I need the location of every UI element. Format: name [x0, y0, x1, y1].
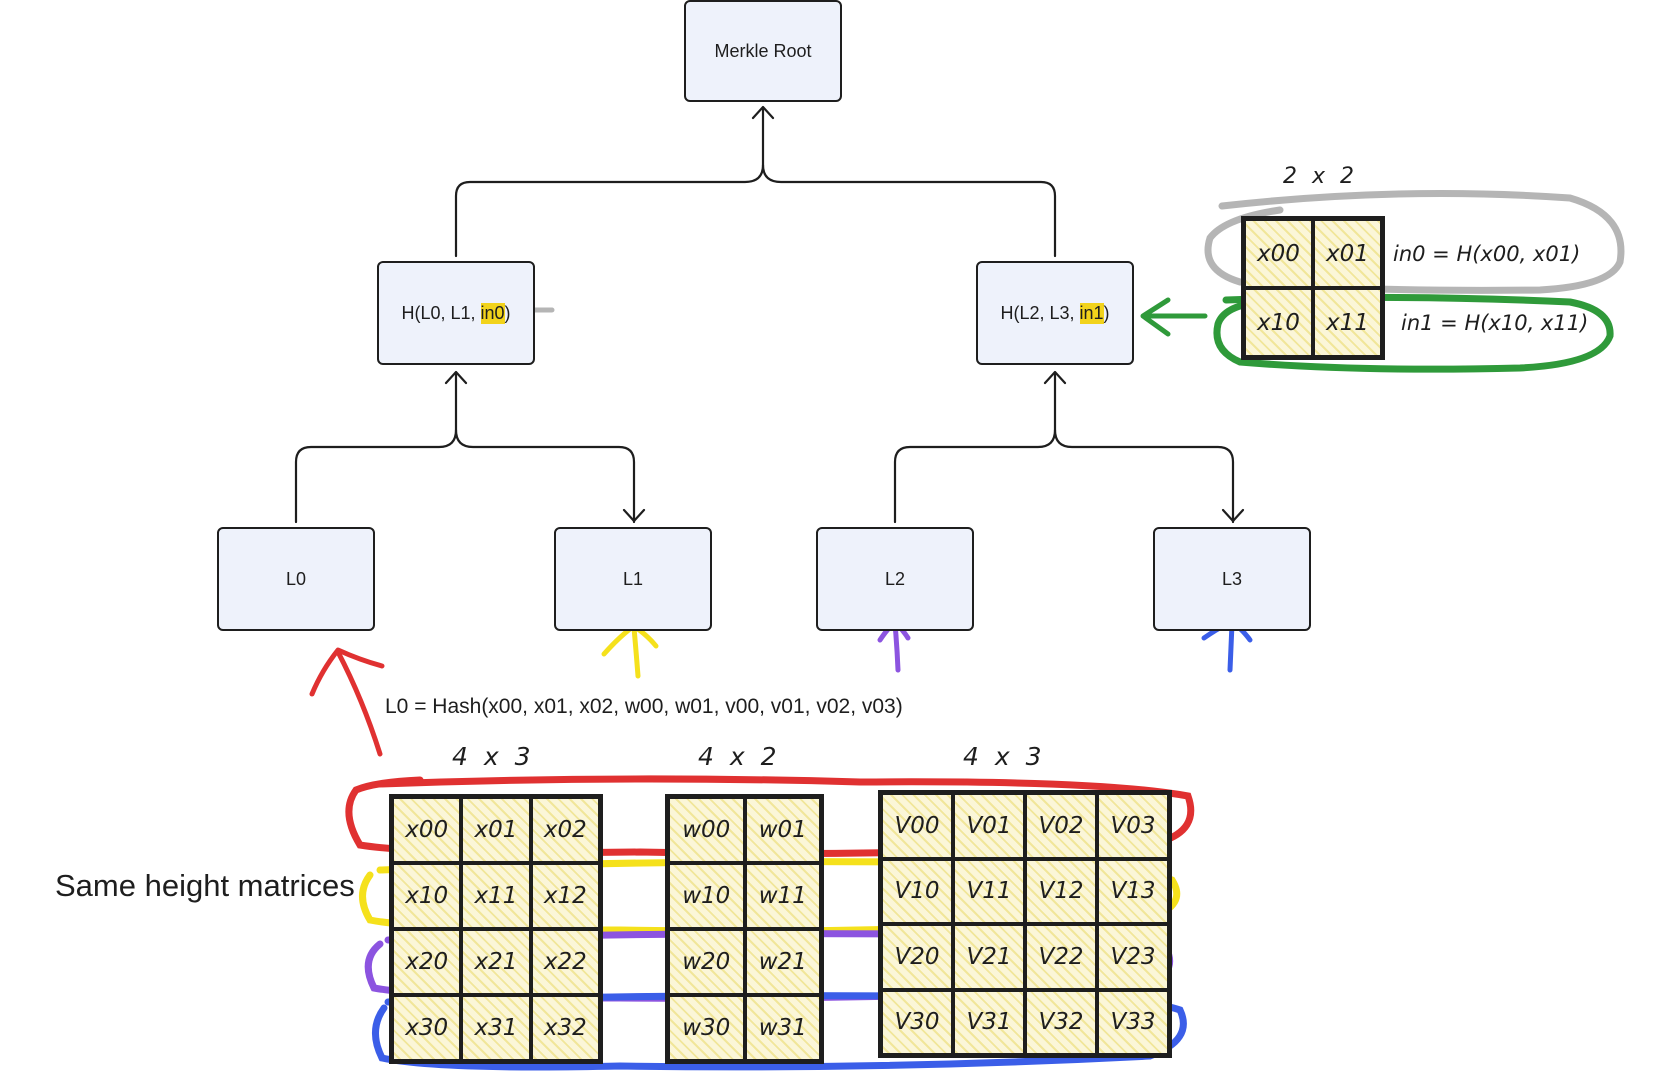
matrix-dim-w: 4 x 2 [698, 742, 781, 771]
matrix-cell: V30 [881, 989, 953, 1055]
matrix-cell: x30 [392, 995, 462, 1061]
matrix-cell: V10 [881, 858, 953, 924]
matrix-cell: x12 [530, 863, 600, 929]
matrix-cell: w21 [744, 929, 821, 995]
matrix-cell: V03 [1097, 793, 1169, 859]
loop-in0 [1204, 190, 1625, 294]
leaf-node-l3: L3 [1153, 527, 1311, 631]
matrix-cell: w10 [668, 863, 745, 929]
internal-node-right: H(L2, L3, in1) [976, 261, 1134, 365]
matrix-cell: V32 [1025, 989, 1097, 1055]
arrowhead-root [751, 105, 775, 120]
equation-in1: in1 = H(x10, x11) [1401, 311, 1589, 335]
matrix-cell: V01 [953, 793, 1025, 859]
leaf-label-l1: L1 [622, 568, 644, 589]
leaf-label-l3: L3 [1221, 568, 1243, 589]
matrix-cell: V33 [1097, 989, 1169, 1055]
arrowhead-l1 [622, 508, 646, 523]
matrix-cell: x11 [1313, 288, 1382, 357]
internal-node-left-highlight: in0 [480, 302, 505, 324]
loop-in1 [1213, 293, 1614, 373]
matrix-cell: V31 [953, 989, 1025, 1055]
internal-node-right-suffix: ) [1103, 302, 1110, 323]
matrix-cell: x10 [392, 863, 462, 929]
matrix-cell: w31 [744, 995, 821, 1061]
arrowhead-l3 [1221, 508, 1245, 523]
leaf-node-l2: L2 [816, 527, 974, 631]
edge-right-l2 [893, 371, 1057, 524]
matrix-cell: x00 [1244, 219, 1313, 288]
leaf-formula: L0 = Hash(x00, x01, x02, w00, w01, v00, … [385, 695, 903, 718]
matrix-cell: V02 [1025, 793, 1097, 859]
matrix-cell: x32 [530, 995, 600, 1061]
equation-in0: in0 = H(x00, x01) [1393, 242, 1581, 266]
matrix-dim-x: 4 x 3 [452, 742, 535, 771]
matrix-cell: x01 [1313, 219, 1382, 288]
matrix-cell: V13 [1097, 858, 1169, 924]
arrowhead-right [1043, 370, 1067, 385]
matrix-cell: V12 [1025, 858, 1097, 924]
matrix-cell: V21 [953, 924, 1025, 990]
matrix-cell: x20 [392, 929, 462, 995]
matrix-cell: w00 [668, 797, 745, 863]
matrix-cell: x10 [1244, 288, 1313, 357]
internal-node-left-prefix: H(L0, L1, [401, 302, 481, 323]
arrow-yellow [601, 623, 659, 679]
matrix-cell: x11 [461, 863, 531, 929]
merkle-root-label: Merkle Root [714, 40, 812, 61]
matrix-cell: V11 [953, 858, 1025, 924]
edge-root-left [454, 106, 765, 258]
matrix-cell: V20 [881, 924, 953, 990]
arrow-red [309, 647, 385, 757]
leaf-label-l2: L2 [884, 568, 906, 589]
matrix-cell: x21 [461, 929, 531, 995]
side-label: Same height matrices [55, 868, 355, 903]
internal-node-left: H(L0, L1, in0) [377, 261, 535, 365]
leaf-node-l0: L0 [217, 527, 375, 631]
leaf-label-l0: L0 [285, 568, 307, 589]
edge-left-l0 [294, 371, 458, 524]
matrix-cell: x00 [392, 797, 462, 863]
matrix-cell: V22 [1025, 924, 1097, 990]
edge-left-l1 [454, 428, 636, 524]
internal-node-right-prefix: H(L2, L3, [1000, 302, 1080, 323]
arrowhead-left [444, 370, 468, 385]
matrix-cell: w30 [668, 995, 745, 1061]
small-matrix-dim: 2 x 2 [1283, 164, 1358, 189]
edge-right-l3 [1053, 428, 1235, 524]
matrix-cell: x31 [461, 995, 531, 1061]
merkle-root-node: Merkle Root [684, 0, 842, 102]
internal-node-right-highlight: in1 [1079, 302, 1104, 324]
internal-node-left-suffix: ) [504, 302, 511, 323]
matrix-cell: x02 [530, 797, 600, 863]
matrix-cell: x01 [461, 797, 531, 863]
matrix-cell: x22 [530, 929, 600, 995]
matrix-cell: V00 [881, 793, 953, 859]
matrix-cell: w01 [744, 797, 821, 863]
leaf-node-l1: L1 [554, 527, 712, 631]
edge-root-right [761, 163, 1057, 258]
matrix-dim-v: 4 x 3 [963, 742, 1046, 771]
matrix-cell: w11 [744, 863, 821, 929]
arrow-green [1140, 297, 1208, 337]
matrix-cell: w20 [668, 929, 745, 995]
matrix-cell: V23 [1097, 924, 1169, 990]
